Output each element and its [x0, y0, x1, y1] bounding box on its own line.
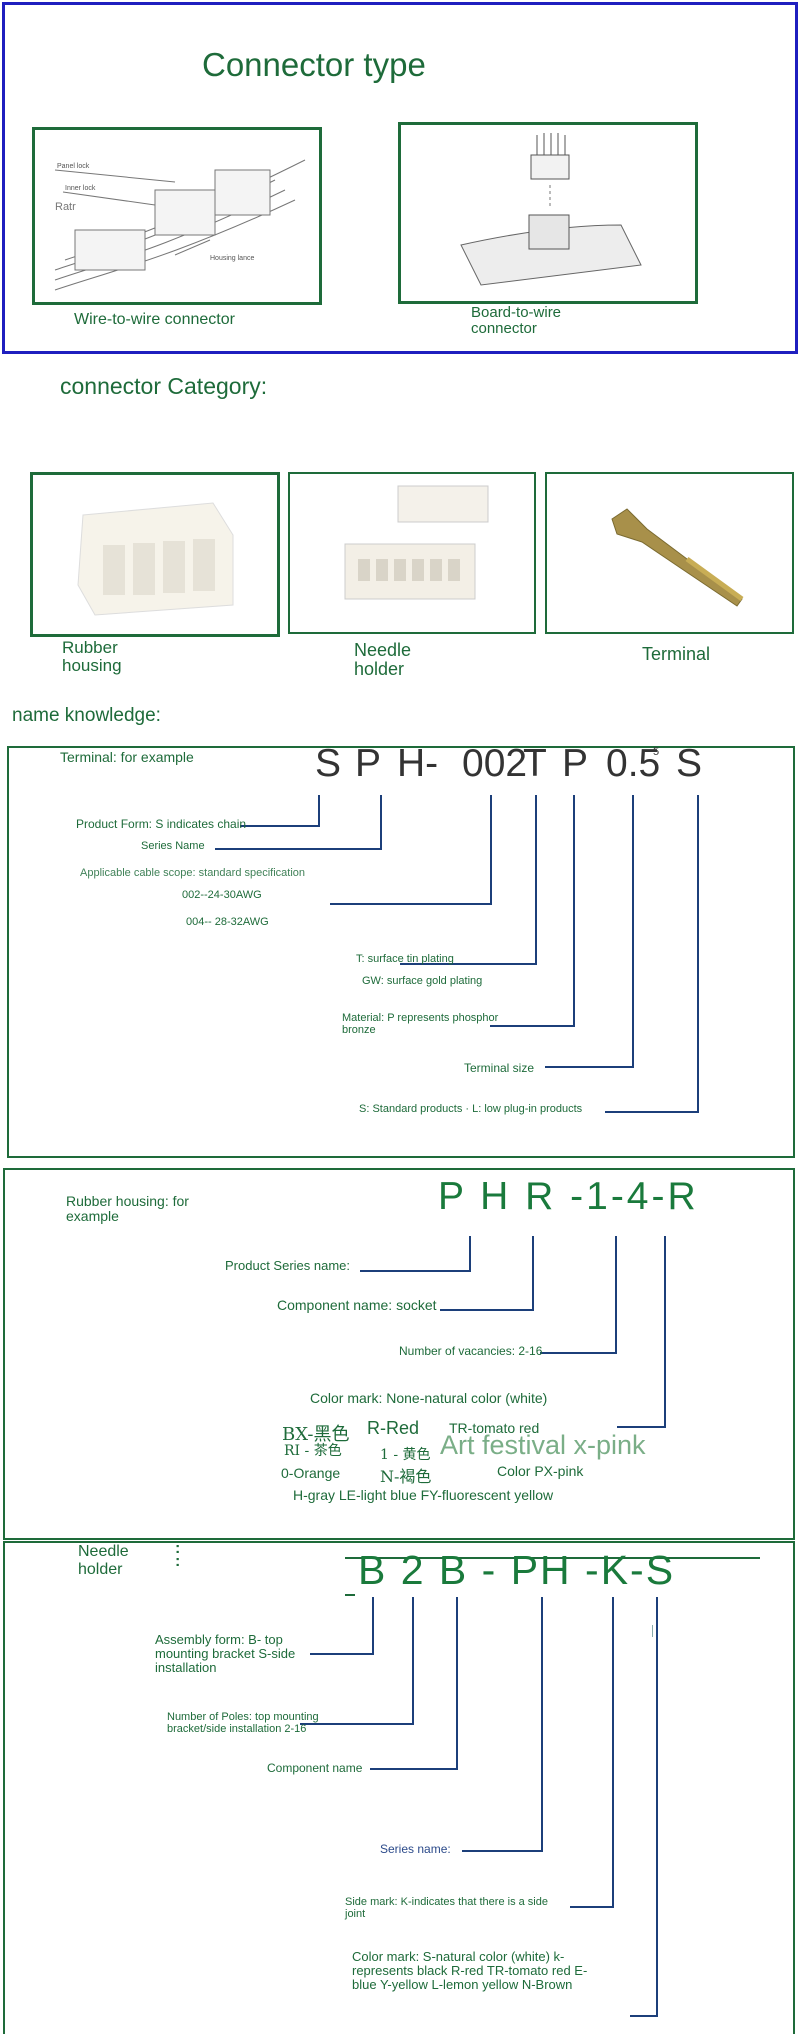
board-to-wire-image [398, 122, 698, 304]
needle-code-underline [345, 1594, 355, 1596]
gray-blue-yellow-label: H-gray LE-light blue FY-fluorescent yell… [293, 1487, 554, 1503]
brown-cn-label: N-褐色 [380, 1467, 432, 1486]
orange-label: 0-Orange [281, 1465, 341, 1481]
material-label: Material: P represents phosphor bronze [342, 1012, 498, 1036]
code-h: H- [397, 742, 439, 785]
needle-color-line3: blue Y-yellow L-lemon yellow N-Brown [352, 1977, 573, 1992]
code-p: P [355, 742, 382, 785]
ratr-label: Ratr [55, 201, 76, 213]
rubber-housing-label: Rubber housing [62, 639, 122, 675]
board-label-line2: connector [471, 320, 537, 337]
px-pink-label: Color PX-pink [497, 1463, 584, 1479]
assembly-line2: mounting bracket S-side [155, 1646, 296, 1661]
product-series-label: Product Series name: [225, 1258, 351, 1273]
rubber-housing-intro: Rubber housing: for example [66, 1194, 189, 1224]
cable-scope-label: Applicable cable scope: standard specifi… [80, 867, 306, 879]
rubber-label-line1: Rubber [62, 638, 118, 657]
code-s: S [315, 742, 342, 785]
panel-lock-label: Panel lock [57, 163, 90, 170]
code-t: T [523, 742, 547, 785]
r-red-label: R-Red [367, 1418, 420, 1438]
terminal-size-label: Terminal size [464, 1061, 535, 1075]
needle-holder-intro: Needle holder [78, 1543, 129, 1579]
needle-holder-label: Needle holder [354, 641, 411, 679]
awg2-label: 004-- 28-32AWG [186, 916, 269, 928]
standard-products-label: S: Standard products · L: low plug-in pr… [359, 1103, 583, 1115]
connector-type-section [2, 2, 798, 354]
name-knowledge-heading: name knowledge: [12, 705, 161, 726]
assembly-form-label: Assembly form: B- top mounting bracket S… [155, 1633, 295, 1675]
series-name-label: Series Name [141, 840, 205, 852]
wire-to-wire-image: Panel lock Inner lock Ratr Housing lance [32, 127, 322, 305]
inner-lock-label: Inner lock [65, 185, 96, 192]
needle-intro-line1: Needle [78, 1543, 129, 1560]
component-socket-label: Component name: socket [277, 1297, 437, 1313]
yellow-cn-label: 1 - 黄色 [380, 1447, 431, 1463]
side-mark-label: Side mark: K-indicates that there is a s… [345, 1896, 548, 1920]
poles-line2: bracket/side installation 2-16 [167, 1723, 307, 1735]
board-to-wire-label: Board-to-wire connector [471, 305, 561, 337]
connector-type-title: Connector type [202, 46, 426, 83]
poles-line1: Number of Poles: top mounting [167, 1711, 319, 1723]
needle-holder-code: B 2 B - PH -K-S [358, 1547, 676, 1593]
needle-label-line1: Needle [354, 640, 412, 660]
material-line1: Material: P represents phosphor [342, 1012, 499, 1024]
tr-tomato-label: TR-tomato red [449, 1420, 540, 1436]
number-of-poles-label: Number of Poles: top mounting bracket/si… [167, 1711, 319, 1735]
board-label-line1: Board-to-wire [471, 304, 562, 321]
needle-color-line2: represents black R-red TR-tomato red E- [352, 1963, 588, 1978]
assembly-line1: Assembly form: B- top [155, 1632, 283, 1647]
code-05: 0.5 [606, 742, 661, 785]
needle-code-overline [345, 1557, 760, 1559]
rubber-housing-panel [3, 1168, 795, 1540]
housing-lance-label: Housing lance [210, 255, 254, 262]
needle-color-line1: Color mark: S-natural color (white) k- [352, 1949, 565, 1964]
needle-holder-image [288, 472, 536, 634]
needle-color-mark-label: Color mark: S-natural color (white) k- r… [352, 1950, 587, 1992]
terminal-label: Terminal [642, 644, 711, 664]
terminal-intro: Terminal: for example [60, 749, 194, 765]
tin-plating-label: T: surface tin plating [356, 953, 454, 965]
material-line2: bronze [342, 1024, 376, 1036]
product-form-label: Product Form: S indicates chain [76, 817, 247, 831]
component-name-label: Component name [267, 1761, 363, 1775]
gold-plating-label: GW: surface gold plating [362, 975, 483, 987]
code-superscript: 5 [653, 746, 660, 758]
bx-black-label: BX-黑色 [282, 1424, 350, 1445]
needle-intro-colon2: : [175, 1553, 181, 1570]
code-s2: S [676, 742, 703, 785]
color-mark-label: Color mark: None-natural color (white) [310, 1390, 548, 1406]
art-festival-label: Art festival x-pink [440, 1430, 646, 1460]
wire-to-wire-label: Wire-to-wire connector [74, 311, 235, 328]
rubber-label-line2: housing [62, 656, 122, 675]
rubber-housing-code: P H R -1-4-R [438, 1175, 699, 1218]
side-line1: Side mark: K-indicates that there is a s… [345, 1896, 548, 1908]
rubber-intro-line1: Rubber housing: for [66, 1193, 189, 1209]
terminal-image [545, 472, 794, 634]
code-p2: P [562, 742, 589, 785]
assembly-line3: installation [155, 1660, 217, 1675]
code-002: 002 [462, 742, 528, 785]
needle-intro-colon1: : [175, 1540, 181, 1557]
rubber-housing-image [30, 472, 280, 637]
needle-intro-line2: holder [78, 1561, 123, 1578]
series-name-needle-label: Series name: [380, 1842, 451, 1856]
side-line2: joint [345, 1908, 366, 1920]
ri-tea-label: RI - 茶色 [284, 1443, 342, 1459]
terminal-example-panel [7, 746, 795, 1158]
rubber-intro-line2: example [66, 1208, 119, 1224]
vacancies-label: Number of vacancies: 2-16 [399, 1344, 543, 1358]
awg1-label: 002--24-30AWG [182, 889, 262, 901]
needle-label-line2: holder [354, 659, 405, 679]
connector-category-title: connector Category: [60, 373, 268, 399]
needle-holder-panel [3, 1541, 795, 2034]
